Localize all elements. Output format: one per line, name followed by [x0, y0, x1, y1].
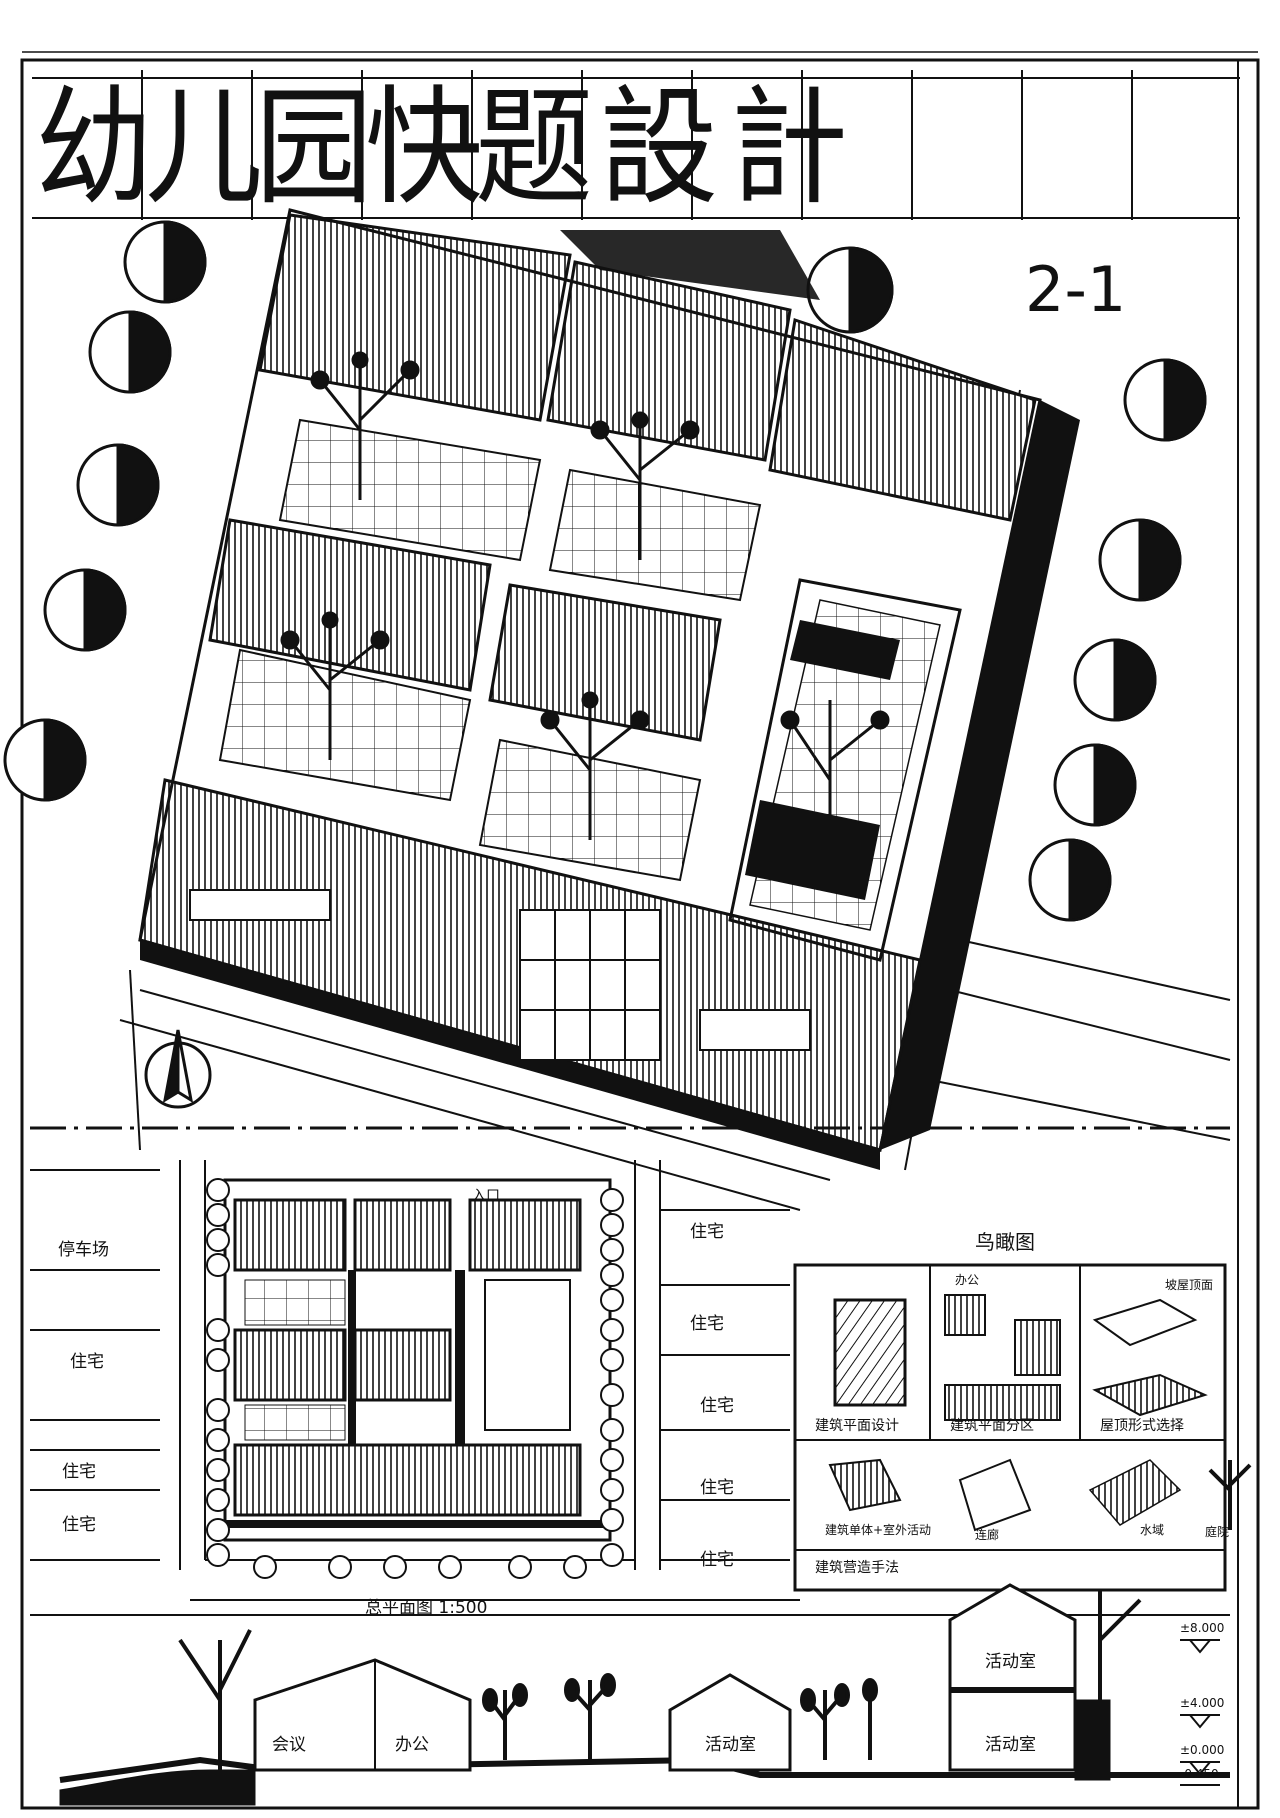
section-room-activity-1: 活动室 [705, 1735, 756, 1755]
label-entrance: 入口 [472, 1188, 500, 1204]
analysis-heading: 鸟瞰图 [975, 1230, 1035, 1254]
label-residential-right-4: 住宅 [700, 1478, 734, 1498]
north-arrow-icon [144, 1029, 212, 1109]
caption-courtyard: 庭院 [1205, 1525, 1230, 1539]
label-roof-note: 坡屋顶面 [1165, 1278, 1214, 1292]
level-minus-0450: -0.450 [1180, 1767, 1219, 1781]
title-char-5: 题 [475, 72, 594, 222]
label-residential-right-1: 住宅 [690, 1222, 724, 1242]
caption-construction: 建筑营造手法 [815, 1560, 899, 1576]
street-trees [3, 220, 1207, 922]
caption-water: 水域 [1140, 1523, 1165, 1537]
site-plan-caption: 总平面图 1:500 [365, 1598, 488, 1618]
section-room-activity-3: 活动室 [985, 1735, 1036, 1755]
label-residential-right-2: 住宅 [690, 1314, 724, 1334]
title-char-1: 幼 [35, 72, 154, 222]
site-trees [206, 1178, 624, 1579]
title-char-3: 园 [255, 72, 374, 222]
caption-plan-zoning: 建筑平面分区 [950, 1418, 1034, 1434]
label-office-diagram: 办公 [955, 1273, 980, 1287]
section-room-activity-2: 活动室 [985, 1652, 1036, 1672]
caption-plan-design: 建筑平面设计 [815, 1418, 899, 1434]
label-residential-right-5: 住宅 [700, 1550, 734, 1570]
caption-unit-outdoor: 建筑单体+室外活动 [825, 1523, 932, 1537]
label-parking: 停车场 [58, 1240, 109, 1260]
caption-corridor: 连廊 [975, 1528, 1000, 1542]
title-frame [32, 60, 1240, 1808]
analysis-panel [793, 1263, 1252, 1592]
label-residential-left-1: 住宅 [70, 1352, 104, 1372]
title-char-7: 計 [730, 72, 849, 222]
title-char-2: 儿 [145, 72, 264, 222]
label-residential-left-3: 住宅 [62, 1515, 96, 1535]
aerial-view [3, 208, 1231, 1211]
title-char-4: 快 [365, 72, 484, 222]
title-char-6: 設 [600, 72, 719, 222]
level-8000: ±8.000 [1180, 1621, 1225, 1635]
section-room-meeting: 会议 [272, 1735, 306, 1755]
site-plan [30, 1160, 800, 1601]
level-4000: ±4.000 [1180, 1696, 1225, 1710]
caption-roof-form: 屋顶形式选择 [1100, 1418, 1184, 1434]
sheet-border [20, 58, 1260, 1810]
section-drawing [30, 1583, 1230, 1806]
label-residential-left-2: 住宅 [62, 1462, 96, 1482]
level-0000: ±0.000 [1180, 1743, 1225, 1757]
label-residential-right-3: 住宅 [700, 1396, 734, 1416]
section-room-office: 办公 [395, 1735, 429, 1755]
sheet-number: 2-1 [1025, 253, 1127, 326]
